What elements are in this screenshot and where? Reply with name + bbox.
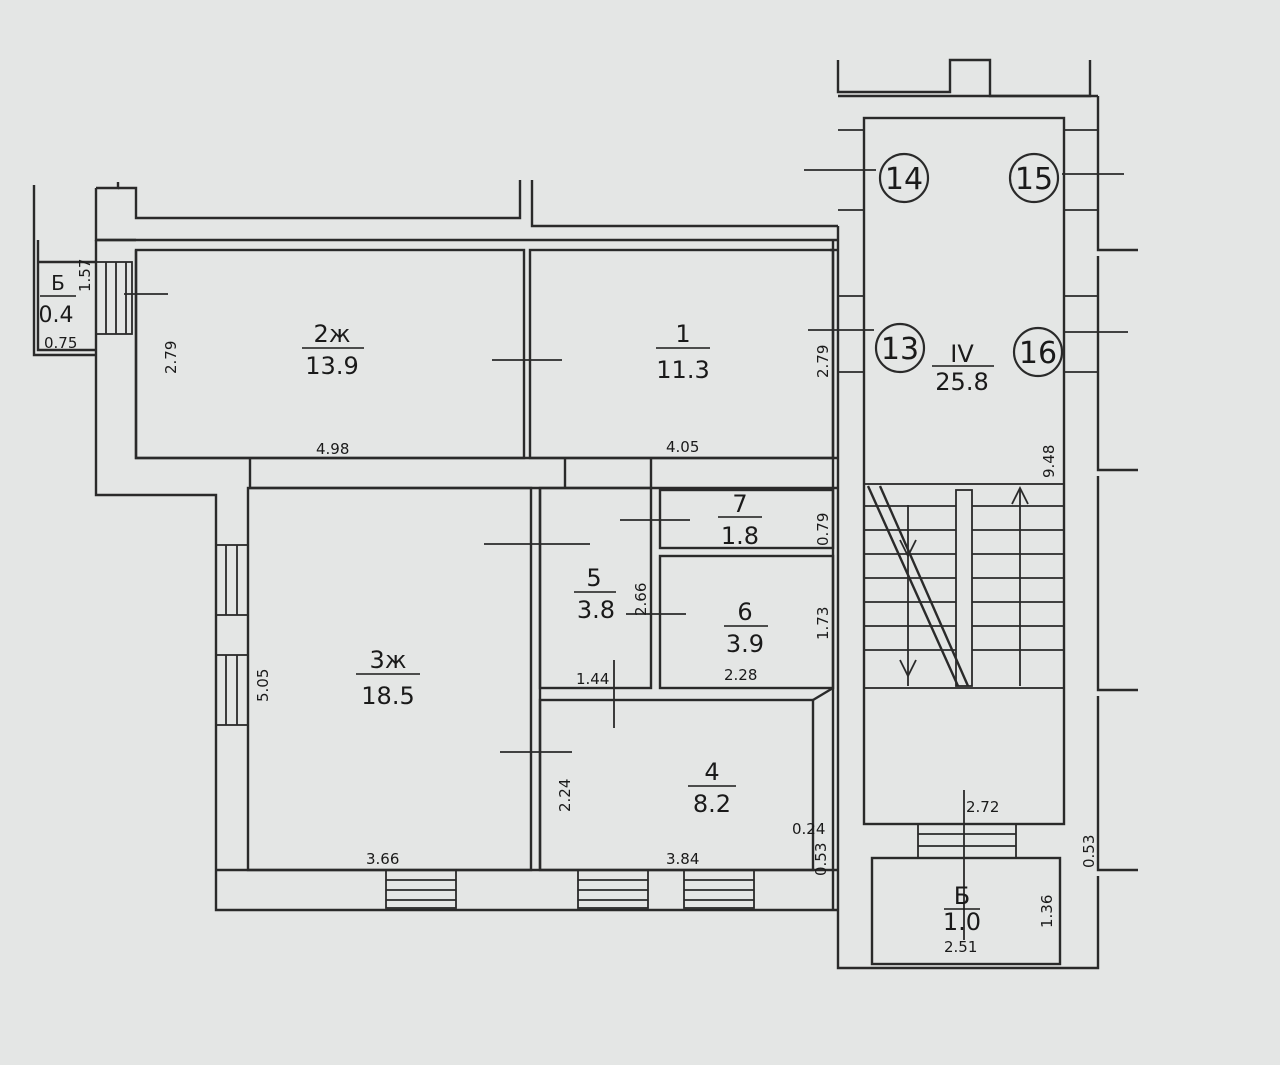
room-5: 5 3.8 xyxy=(574,564,616,624)
room-area: 1.8 xyxy=(721,522,759,550)
dimension-label: 0.53 xyxy=(1080,835,1098,868)
dimension-labels: 1.57 0.75 2.79 4.98 4.05 2.79 9.48 0.79 … xyxy=(44,259,1098,956)
room-number: 7 xyxy=(732,490,747,518)
dimension-label: 2.24 xyxy=(556,779,574,812)
room-4: 4 8.2 xyxy=(688,758,736,818)
room-number: 6 xyxy=(737,598,752,626)
room-number: IV xyxy=(950,340,974,368)
dimension-label: 2.51 xyxy=(944,938,977,956)
room-number: 5 xyxy=(586,564,601,592)
dimension-label: 0.53 xyxy=(812,843,830,876)
room-IV: IV 25.8 xyxy=(932,340,994,396)
room-area: 18.5 xyxy=(361,682,414,710)
dimension-label: 0.75 xyxy=(44,334,77,352)
room-area: 8.2 xyxy=(693,790,731,818)
dimension-label: 1.44 xyxy=(576,670,609,688)
room-6: 6 3.9 xyxy=(724,598,768,658)
dimension-label: 3.84 xyxy=(666,850,699,868)
dimension-label: 4.98 xyxy=(316,440,349,458)
dimension-label: 3.66 xyxy=(366,850,399,868)
room-area: 25.8 xyxy=(935,368,988,396)
room-area: 1.0 xyxy=(943,908,981,936)
dimension-label: 1.57 xyxy=(76,259,94,292)
door-markers xyxy=(124,169,1128,753)
room-3: 3ж 18.5 xyxy=(356,646,420,710)
dimension-label: 2.79 xyxy=(814,345,832,378)
stairwell xyxy=(836,58,1138,970)
marker-label: 15 xyxy=(1015,162,1053,197)
room-area: 11.3 xyxy=(656,356,709,384)
room-area: 0.4 xyxy=(39,303,74,328)
room-area: 3.8 xyxy=(577,596,615,624)
dimension-label: 4.05 xyxy=(666,438,699,456)
room-1: 1 11.3 xyxy=(656,320,710,384)
dimension-label: 1.36 xyxy=(1038,895,1056,928)
room-2: 2ж 13.9 xyxy=(302,320,364,380)
dimension-label: 9.48 xyxy=(1040,445,1058,478)
stair-marker-16: 16 xyxy=(1012,326,1064,378)
stair-marker-15: 15 xyxy=(1008,152,1060,204)
room-balcony-lower: Б 1.0 xyxy=(943,882,981,936)
room-number: 2ж xyxy=(314,320,351,348)
dimension-label: 2.28 xyxy=(724,666,757,684)
stair-marker-13: 13 xyxy=(874,322,926,374)
marker-label: 14 xyxy=(885,162,923,197)
room-number: 4 xyxy=(704,758,719,786)
dimension-label: 1.73 xyxy=(814,607,832,640)
room-7: 7 1.8 xyxy=(718,490,762,550)
dimension-label: 2.66 xyxy=(632,583,650,616)
dimension-label: 5.05 xyxy=(254,669,272,702)
room-number: 3ж xyxy=(370,646,407,674)
marker-label: 16 xyxy=(1019,336,1057,371)
stair-marker-14: 14 xyxy=(878,152,930,204)
dimension-label: 2.72 xyxy=(966,798,999,816)
room-area: 13.9 xyxy=(305,352,358,380)
marker-label: 13 xyxy=(881,332,919,367)
room-balcony-upper: Б 0.4 xyxy=(39,271,76,328)
outer-walls xyxy=(32,180,840,912)
room-area: 3.9 xyxy=(726,630,764,658)
room-number: Б xyxy=(954,882,970,910)
room-number: 1 xyxy=(675,320,690,348)
room-number: Б xyxy=(51,271,65,295)
dimension-label: 0.24 xyxy=(792,820,825,838)
dimension-label: 0.79 xyxy=(814,513,832,546)
dimension-label: 2.79 xyxy=(162,341,180,374)
